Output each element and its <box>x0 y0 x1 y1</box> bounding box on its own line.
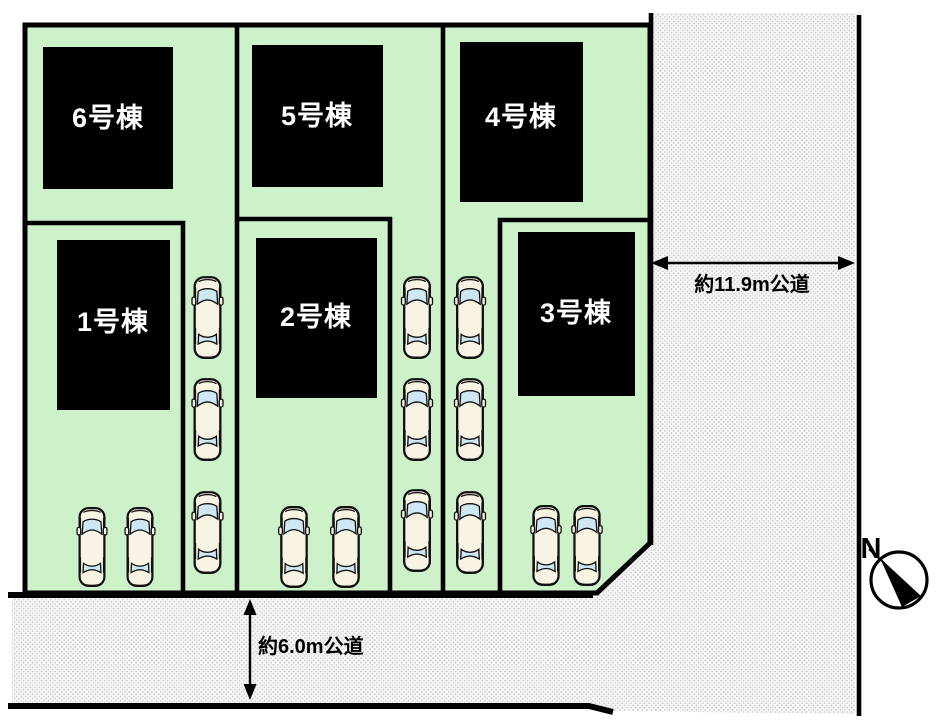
car-icon <box>329 505 363 589</box>
building-6-label: 6号棟 <box>72 103 144 133</box>
building-3-label: 3号棟 <box>540 298 612 328</box>
compass-tail-line <box>868 548 883 562</box>
car-icon <box>277 505 311 589</box>
compass: N <box>861 533 929 610</box>
car-icon <box>75 506 109 588</box>
building-1-label: 1号棟 <box>77 307 149 337</box>
car-icon <box>190 377 225 462</box>
south-road-dimension: 約6.0m公道 <box>243 599 364 700</box>
arrow-up-head <box>243 599 257 615</box>
car-icon <box>123 506 157 588</box>
building-5-label: 5号棟 <box>281 101 353 131</box>
building-1 <box>57 240 170 410</box>
car-icon <box>400 488 434 573</box>
south-road-south-edge <box>8 703 614 715</box>
car-icon <box>400 275 434 360</box>
car-icon <box>190 275 225 360</box>
car-icon <box>400 377 434 462</box>
car-icon <box>453 377 487 462</box>
compass-north-label: N <box>861 533 882 565</box>
car-icon <box>453 490 487 575</box>
arrow-down-head <box>243 684 257 700</box>
car-icon <box>190 490 225 575</box>
car-icon <box>570 504 604 587</box>
arrow-left-head <box>651 256 668 270</box>
east-road-dimension: 約11.9m公道 <box>651 256 855 296</box>
lot1-boundary <box>25 220 186 593</box>
building-2-label: 2号棟 <box>280 302 352 332</box>
building-4 <box>460 42 583 202</box>
car-icon <box>453 275 487 360</box>
building-3 <box>518 232 635 396</box>
car-icon <box>529 504 563 587</box>
south-road-label: 約6.0m公道 <box>258 634 364 658</box>
building-4-label: 4号棟 <box>485 102 557 132</box>
buildings-group: 6号棟 5号棟 4号棟 1号棟 2号棟 3号棟 <box>43 42 635 410</box>
lot2-boundary <box>239 216 393 593</box>
lot3-boundary <box>497 217 648 593</box>
east-road-label: 約11.9m公道 <box>694 272 810 296</box>
building-2 <box>256 238 377 398</box>
road-surface <box>12 13 855 714</box>
compass-needle-icon <box>880 558 921 607</box>
arrow-right-head <box>838 256 855 270</box>
building-6 <box>43 47 173 189</box>
building-5 <box>252 45 383 187</box>
